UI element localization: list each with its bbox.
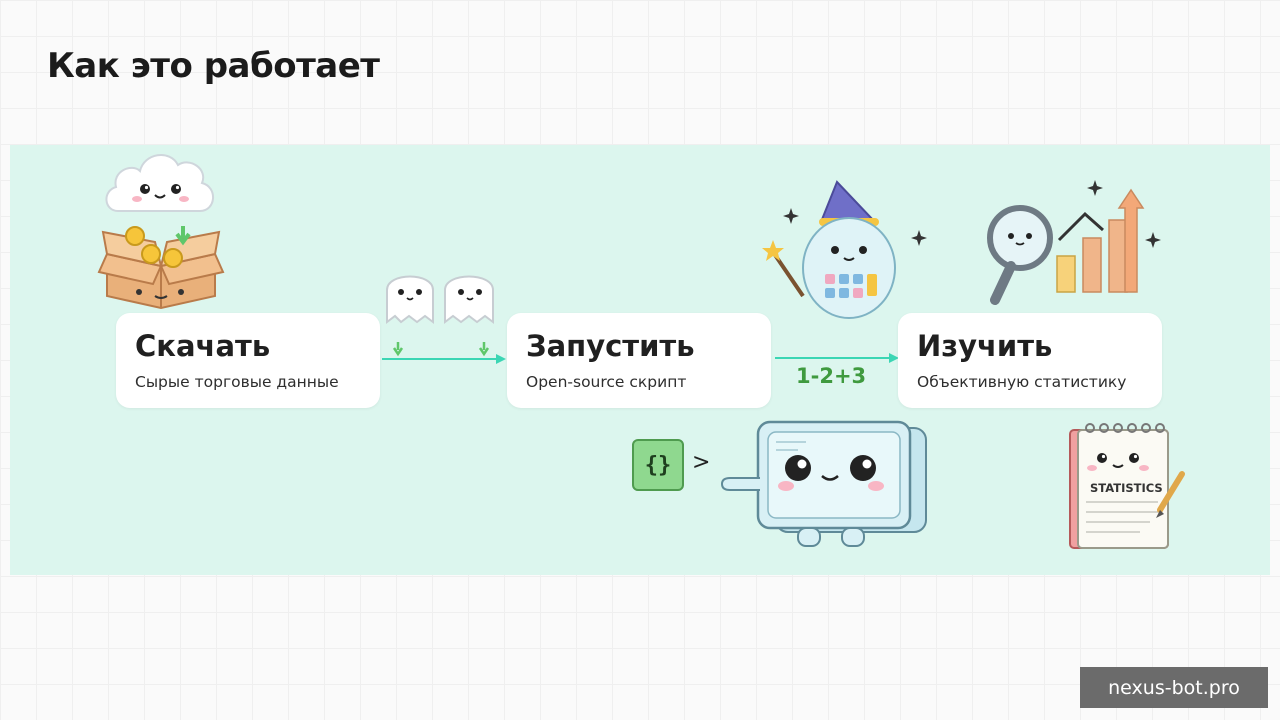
coin-box-icon (97, 226, 225, 310)
connector-arrow-1 (382, 342, 506, 364)
step-title: Изучить (917, 329, 1053, 363)
step-card-study: Изучить Объективную статистику (898, 313, 1162, 408)
code-braces-label: {} (644, 452, 672, 478)
step-title: Скачать (135, 329, 271, 363)
notepad-mascot-icon (1069, 423, 1185, 549)
bar-chart-arrow-icon (1056, 180, 1161, 293)
prompt-symbol: > (692, 450, 711, 475)
sequence-label: 1-2+3 (796, 364, 867, 388)
page-title: Как это работает (47, 46, 380, 86)
step-subtitle: Сырые торговые данные (135, 373, 339, 391)
cloud-mascot-icon (105, 154, 214, 212)
step-title: Запустить (526, 329, 695, 363)
step-subtitle: Open-source скрипт (526, 373, 687, 391)
step-subtitle: Объективную статистику (917, 373, 1127, 391)
wizard-calculator-icon (762, 180, 927, 319)
connector-arrow-2 (775, 353, 899, 363)
step-card-download: Скачать Сырые торговые данные (116, 313, 380, 408)
magnifier-icon (987, 205, 1053, 305)
watermark: nexus-bot.pro (1080, 667, 1268, 708)
monitor-mascot-icon (720, 420, 927, 547)
step-card-run: Запустить Open-source скрипт (507, 313, 771, 408)
ghost-pair-icon (386, 275, 494, 324)
notepad-label: STATISTICS (1090, 481, 1163, 495)
code-braces-icon: {} (632, 439, 684, 491)
